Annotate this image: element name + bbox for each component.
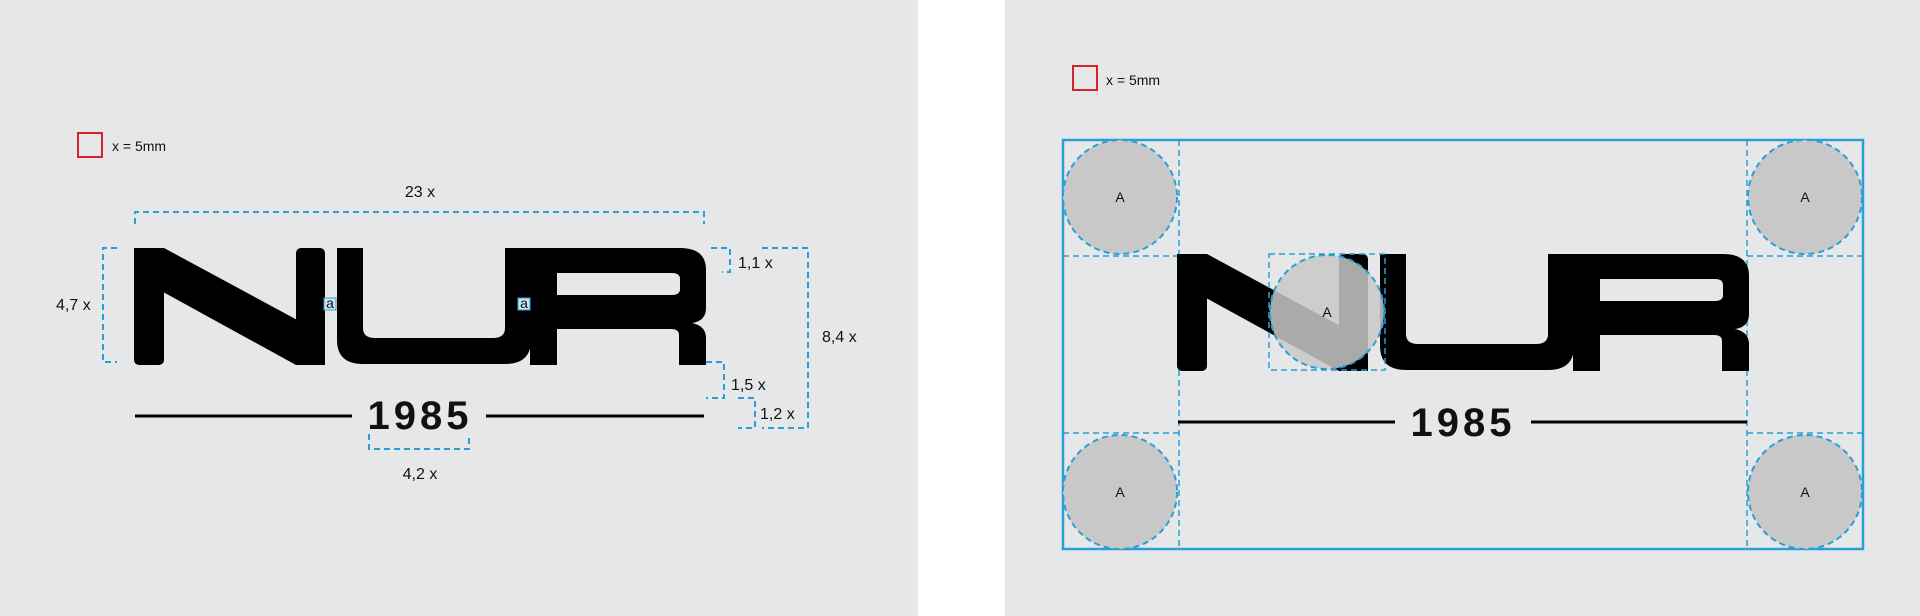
letter-u	[337, 248, 531, 364]
mid-gap-dimension-line	[706, 361, 725, 399]
unit-legend-label: x = 5mm	[1106, 72, 1160, 88]
year-width-dimension-line	[368, 434, 470, 450]
clearspace-circle-label: A	[1115, 484, 1125, 500]
unit-square-icon	[1072, 65, 1098, 91]
width-dimension-label: 23 x	[405, 184, 435, 201]
top-gap-dimension-line	[711, 247, 731, 273]
clearspace-circle	[1062, 139, 1178, 255]
letter-spacing-label: a	[326, 295, 334, 311]
letter-spacing-marker	[323, 297, 337, 311]
overall-height-dimension-line	[762, 247, 809, 429]
letter-r	[1573, 254, 1749, 371]
bottom-gap-label: 1,2 x	[760, 406, 795, 423]
letter-spacing-marker	[517, 297, 531, 311]
clearspace-circle	[1747, 139, 1863, 255]
year-text: 1985	[1411, 401, 1516, 445]
clearspace-circle	[1062, 434, 1178, 550]
clearspace-circle-label: A	[1800, 189, 1810, 205]
letter-r	[530, 248, 706, 365]
top-gap-label: 1,1 x	[738, 255, 773, 272]
overall-height-label: 8,4 x	[822, 329, 857, 346]
bottom-gap-dimension-line	[738, 397, 756, 429]
clearspace-diagram: x = 5mm A A A A A 1985	[1061, 65, 1865, 551]
year-width-label: 4,2 x	[403, 466, 438, 483]
clearspace-circle-label: A	[1115, 189, 1125, 205]
width-dimension-line	[134, 211, 705, 224]
clearspace-frame	[1061, 138, 1865, 551]
construction-diagram: x = 5mm 23 x 4,7 x a a 1,1 x 8,4 x 1,5 x…	[56, 132, 857, 483]
clearspace-circle	[1269, 254, 1385, 370]
year-text: 1985	[368, 394, 473, 438]
wordmark-nur	[1177, 254, 1749, 371]
wordmark-nur	[134, 248, 706, 365]
construction-panel: x = 5mm 23 x 4,7 x a a 1,1 x 8,4 x 1,5 x…	[0, 0, 918, 616]
clearspace-circle-label: A	[1322, 304, 1332, 320]
height-dimension-label: 4,7 x	[56, 297, 91, 314]
letter-n	[134, 248, 325, 365]
unit-legend-label: x = 5mm	[112, 138, 166, 154]
mid-gap-label: 1,5 x	[731, 377, 766, 394]
letter-spacing-label: a	[520, 295, 528, 311]
clearspace-circle-label: A	[1800, 484, 1810, 500]
clearspace-panel: x = 5mm A A A A A 1985	[1005, 0, 1920, 616]
unit-square-icon	[77, 132, 103, 158]
letter-u	[1380, 254, 1574, 370]
height-dimension-line	[102, 247, 117, 363]
clearspace-circle	[1747, 434, 1863, 550]
